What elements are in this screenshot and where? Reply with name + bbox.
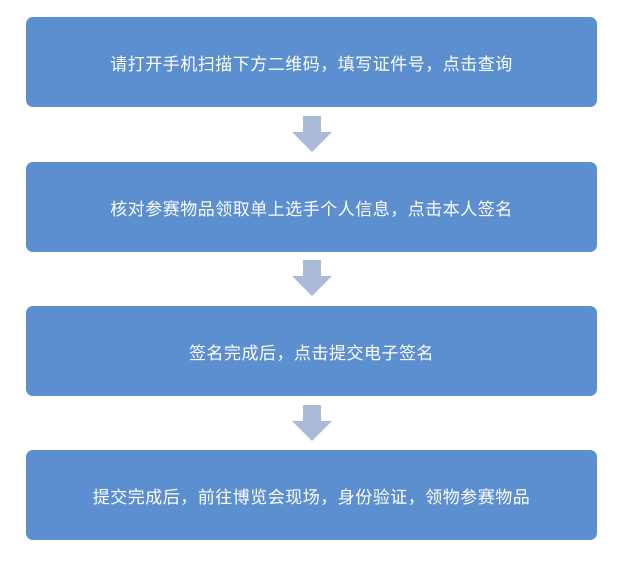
- flow-step-2: 核对参赛物品领取单上选手个人信息，点击本人签名: [26, 162, 597, 252]
- flow-step-1: 请打开手机扫描下方二维码，填写证件号，点击查询: [26, 17, 597, 107]
- down-arrow-icon: [292, 260, 332, 296]
- flow-step-1-label: 请打开手机扫描下方二维码，填写证件号，点击查询: [110, 54, 513, 75]
- flow-step-4: 提交完成后，前往博览会现场，身份验证，领物参赛物品: [26, 450, 597, 540]
- flow-step-4-label: 提交完成后，前往博览会现场，身份验证，领物参赛物品: [92, 487, 531, 508]
- flow-step-3: 签名完成后，点击提交电子签名: [26, 306, 597, 396]
- flow-step-3-label: 签名完成后，点击提交电子签名: [189, 343, 434, 364]
- down-arrow-icon: [292, 405, 332, 441]
- down-arrow-icon: [292, 116, 332, 152]
- flow-step-2-label: 核对参赛物品领取单上选手个人信息，点击本人签名: [110, 199, 513, 220]
